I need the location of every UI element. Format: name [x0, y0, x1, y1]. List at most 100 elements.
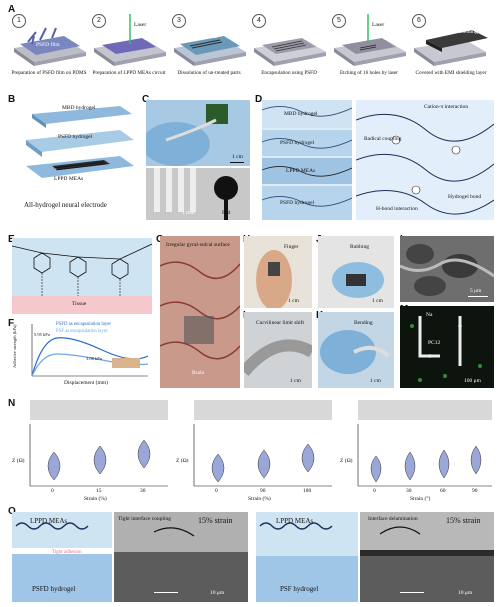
- n1-tick-1: 15: [96, 488, 102, 494]
- n1-tick-2: 30: [140, 488, 146, 494]
- step-1-caption: Preparation of PSFD film on PDMS: [11, 70, 87, 76]
- panel-k-bending: Bending 1 cm: [318, 312, 394, 388]
- panel-o-left-sem: Tight interface coupling 15% strain 10 μ…: [114, 512, 248, 602]
- n1-ylabel: Z (Ω): [12, 458, 25, 464]
- n3-tick-1: 30: [406, 488, 412, 494]
- n1-xlabel: Strain (%): [84, 496, 107, 502]
- n2-tick-1: 90: [260, 488, 266, 494]
- step-6: 6 EMI shielding: [410, 12, 494, 70]
- layer-psfd-label: PSFD hydrogel: [58, 134, 93, 140]
- step-3-caption: Dissolution of un-treated parts: [177, 70, 241, 76]
- panel-b: MBD hydrogel PSFD hydrogel LPPD MEAs All…: [12, 100, 142, 220]
- panel-o-left: LPPD MEAs Tight adhesion PSFD hydrogel T…: [12, 512, 248, 602]
- panel-letter-c: C: [142, 94, 149, 105]
- panel-k-scale: 1 cm: [370, 378, 381, 384]
- panel-g-top-label: Irregular gyral-sulcal surface: [166, 242, 230, 248]
- step-1-inner-label: PSFD film: [36, 42, 60, 48]
- scale-bar: [468, 296, 488, 297]
- panel-m-scale: 100 μm: [464, 378, 481, 384]
- panel-m-label-1: Na: [426, 312, 433, 318]
- d-label-hbond: H-bond interaction: [376, 206, 418, 212]
- panel-f-xlabel: Displacement (mm): [64, 380, 108, 386]
- panel-letter-b: B: [8, 94, 16, 105]
- step-5-inner-label: Laser: [372, 22, 385, 28]
- o-left-strain-label: 15% strain: [198, 516, 233, 525]
- panel-n-strain-photos-1: [30, 400, 168, 420]
- panel-c-hand-photo: 1 cm: [146, 100, 250, 166]
- step-6-caption: Covered with EMI shielding layer: [415, 70, 487, 76]
- panel-l-scale: 5 μm: [470, 288, 482, 294]
- n3-tick-0: 0: [373, 488, 376, 494]
- step-1: 1 PSFD film: [10, 12, 88, 70]
- panel-o-right-schematic: LPPD MEAs PSF hydrogel: [256, 512, 358, 602]
- panel-b-caption: All-hydrogel neural electrode: [24, 201, 107, 209]
- panel-h-label: Finger: [284, 244, 299, 250]
- panel-letter-g: G: [156, 234, 164, 245]
- o-right-sem-label: Interface delamination: [368, 516, 418, 522]
- step-2: 2 Laser: [90, 12, 168, 70]
- panel-n-strain-photos-2: [194, 400, 332, 420]
- step-4-caption: Encapsulation using PSFD: [261, 70, 317, 76]
- panel-f-legend-2: PSF as encapsulation layer: [56, 329, 108, 334]
- panel-i-scale: 1 cm: [290, 378, 301, 384]
- o-left-top-label: LPPD MEAs: [30, 517, 68, 525]
- n3-tick-2: 60: [440, 488, 446, 494]
- panel-m-label-2: PC12: [428, 340, 441, 346]
- step-5: 5 Laser: [330, 12, 408, 70]
- panel-f-legend-1: PSFD as encapsulation layer: [56, 322, 112, 327]
- step-3-inner-label: LPPD: [204, 34, 218, 40]
- d-label-cation: Cation-π interaction: [424, 104, 469, 110]
- n2-ylabel: Z (Ω): [176, 458, 189, 464]
- d-layer-4-label: PSFD hydrogel: [280, 200, 315, 206]
- panel-f-chart: Adhesive strength (kPa) Displacement (mm…: [12, 320, 152, 390]
- panel-g-brain-photo: Irregular gyral-sulcal surface Brain: [160, 236, 240, 388]
- o-right-scale: 10 μm: [458, 590, 473, 596]
- panel-letter-f: F: [8, 318, 15, 329]
- step-4-number: 4: [252, 14, 266, 28]
- panel-n: 0 15 30 Strain (%) Z (Ω) 0 90 180 Strain…: [12, 400, 496, 504]
- d-label-radical: Radical coupling: [364, 136, 402, 142]
- panel-n-chart-1: 0 15 30 Strain (%) Z (Ω): [12, 400, 172, 504]
- panel-m-fluorescence: Na PC12 100 μm: [400, 306, 494, 388]
- step-3-number: 3: [172, 14, 186, 28]
- panel-letter-a: A: [8, 4, 16, 15]
- step-5-number: 5: [332, 14, 346, 28]
- panel-n-chart-3: 0 30 60 90 Strain (°) Z (Ω): [340, 400, 496, 504]
- panel-n-strain-photos-3: [358, 400, 492, 420]
- step-6-number: 6: [412, 14, 426, 28]
- panel-e-tissue-label: Tissue: [72, 301, 87, 307]
- n3-tick-3: 90: [472, 488, 478, 494]
- panel-l-sem: 5 μm: [400, 236, 494, 302]
- step-2-caption: Preparation of LPPD MEAs circuit: [92, 70, 166, 76]
- step-5-caption: Etching of 16 holes by laser: [339, 70, 399, 76]
- n3-xlabel: Strain (°): [410, 496, 431, 502]
- panel-letter-e: E: [8, 234, 15, 245]
- panel-letter-d: D: [255, 94, 263, 105]
- o-left-sem-label: Tight interface coupling: [118, 516, 171, 522]
- panel-j-scale: 1 cm: [372, 298, 383, 304]
- panel-o-left-schematic: LPPD MEAs Tight adhesion PSFD hydrogel: [12, 512, 112, 602]
- layer-mbd-label: MBD hydrogel: [62, 105, 96, 111]
- panel-k-label: Bending: [354, 320, 373, 326]
- panel-c-scale-top-label: 1 cm: [232, 154, 243, 160]
- n2-tick-2: 180: [303, 488, 312, 494]
- step-1-number: 1: [12, 14, 26, 28]
- step-2-inner-label: Laser: [134, 22, 147, 28]
- o-right-bottom-label: PSF hydrogel: [280, 585, 319, 593]
- panel-h-finger: Finger 1 cm: [244, 236, 312, 308]
- panel-c-microscope: Pad 1 mm: [146, 168, 250, 220]
- panel-j-label: Rubbing: [350, 244, 369, 250]
- panel-j-rubbing: Rubbing 1 cm: [318, 236, 394, 308]
- step-3: 3 LPPD: [170, 12, 248, 70]
- panel-o-right-sem: Interface delamination 15% strain 10 μm: [360, 512, 494, 602]
- d-layer-1-label: MBD hydrogel: [284, 111, 318, 117]
- panel-c-scale-bottom-label: 1 mm: [182, 210, 195, 216]
- panel-o-right: LPPD MEAs PSF hydrogel Interface delamin…: [256, 512, 494, 602]
- step-4: 4: [250, 12, 328, 70]
- o-left-middle-label: Tight adhesion: [52, 550, 82, 555]
- layered-electrode-illustration: [26, 106, 134, 178]
- o-left-scale: 10 μm: [210, 590, 225, 596]
- n1-tick-0: 0: [51, 488, 54, 494]
- panel-h-scale: 1 cm: [288, 298, 299, 304]
- panel-i-label: Curvilinear limit shift: [256, 320, 304, 326]
